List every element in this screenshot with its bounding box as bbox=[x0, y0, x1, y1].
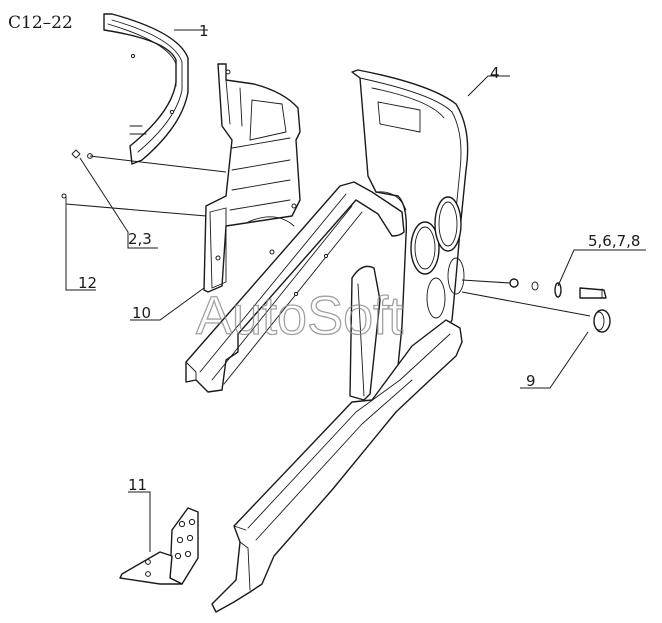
part-12-rivet bbox=[61, 193, 67, 213]
callout-2-3: 2,3 bbox=[128, 230, 152, 248]
callout-4: 4 bbox=[490, 64, 500, 82]
part-2-3-screw bbox=[71, 149, 93, 159]
part-4-bumper-assembly bbox=[185, 69, 469, 613]
part-11-mounting-plate bbox=[119, 507, 199, 585]
callout-5-6-7-8: 5,6,7,8 bbox=[588, 232, 640, 250]
assembly-lines bbox=[65, 155, 591, 317]
part-9-cap bbox=[593, 309, 611, 333]
callout-12: 12 bbox=[78, 274, 97, 292]
callout-9: 9 bbox=[526, 372, 536, 390]
part-1-corner-trim bbox=[103, 13, 189, 165]
part-5-6-7-8-fastener-set bbox=[509, 278, 607, 299]
callout-leaders bbox=[65, 29, 646, 552]
part-10-bracket-frame bbox=[203, 63, 301, 293]
callout-11: 11 bbox=[128, 476, 147, 494]
autosoft-watermark: AutoSoft bbox=[196, 286, 403, 346]
callout-10: 10 bbox=[132, 304, 151, 322]
diagram-code: C12–22 bbox=[8, 13, 73, 33]
callout-1: 1 bbox=[199, 22, 209, 40]
